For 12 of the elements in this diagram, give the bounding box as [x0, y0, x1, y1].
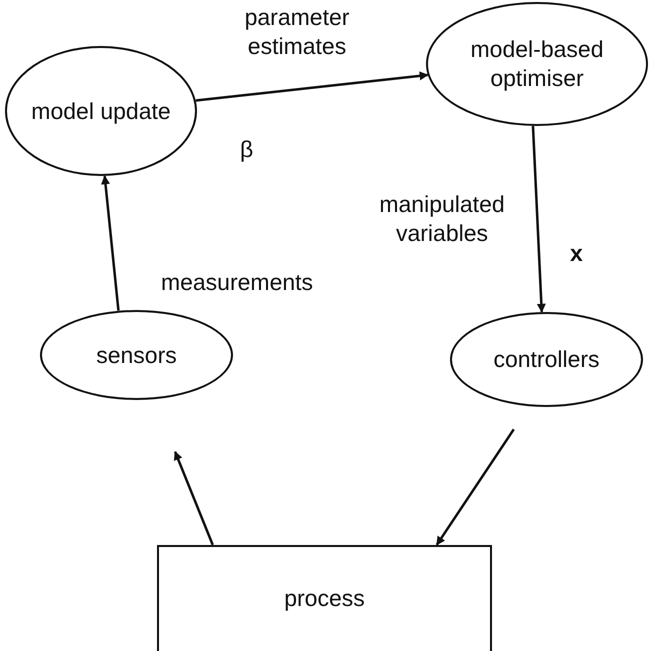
process-ellipse: model update: [5, 46, 197, 176]
arrow: [532, 126, 546, 313]
arrow: [174, 450, 214, 546]
symbol-label: x: [570, 240, 583, 267]
process-ellipse: controllers: [450, 312, 643, 407]
process-ellipse: model-based optimiser: [426, 2, 648, 126]
process-box: process: [157, 545, 492, 651]
process-ellipse: sensors: [40, 310, 233, 400]
arrow: [101, 175, 120, 311]
arrow: [436, 428, 515, 546]
symbol-label: β: [240, 136, 254, 163]
arrow: [196, 71, 429, 102]
